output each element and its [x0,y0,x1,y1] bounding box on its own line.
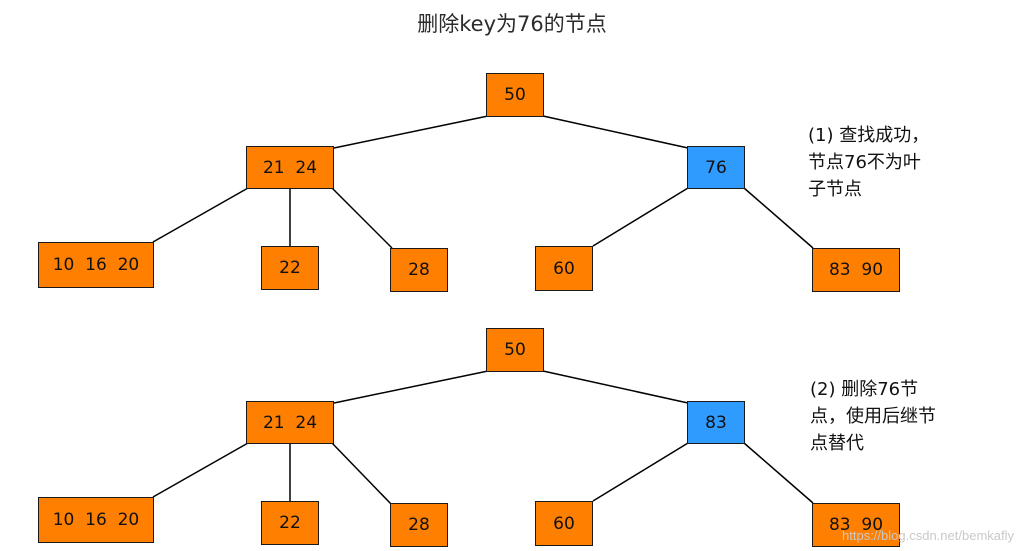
tree1-node-right: 76 [687,146,745,189]
edge [592,187,689,247]
tree2-node-lm: 22 [261,501,319,545]
edge [592,442,689,502]
edge [331,187,393,249]
edge [152,187,249,243]
tree2-node-root: 50 [486,328,544,372]
edge [333,115,489,149]
watermark: https://blog.csdn.net/bemkafly [842,528,1014,543]
edge [331,442,393,506]
tree2-node-ll: 10 16 20 [38,497,154,543]
tree2-node-lr: 28 [390,503,448,547]
tree2-node-rr: 83 90 [812,503,900,547]
edge [542,370,689,404]
tree2-node-right: 83 [687,401,745,444]
tree2-node-left: 21 24 [246,401,334,444]
tree1-node-lr: 28 [390,248,448,292]
edge [333,370,489,404]
tree1-node-rr: 83 90 [812,248,900,292]
edge [743,442,814,504]
tree1-note: (1) 查找成功， 节点76不为叶 子节点 [808,125,930,200]
tree1-node-lm: 22 [261,246,319,290]
edge [542,115,689,149]
tree1-node-rl: 60 [535,246,593,291]
tree1-node-ll: 10 16 20 [38,242,154,288]
edge [743,187,814,249]
diagram-title: 删除key为76的节点 [417,12,607,36]
tree1-node-root: 50 [486,73,544,117]
tree1-node-left: 21 24 [246,146,334,189]
edge [152,442,249,498]
tree2-note: (2) 删除76节 点，使用后继节 点替代 [810,379,936,454]
tree2-node-rl: 60 [535,501,593,546]
